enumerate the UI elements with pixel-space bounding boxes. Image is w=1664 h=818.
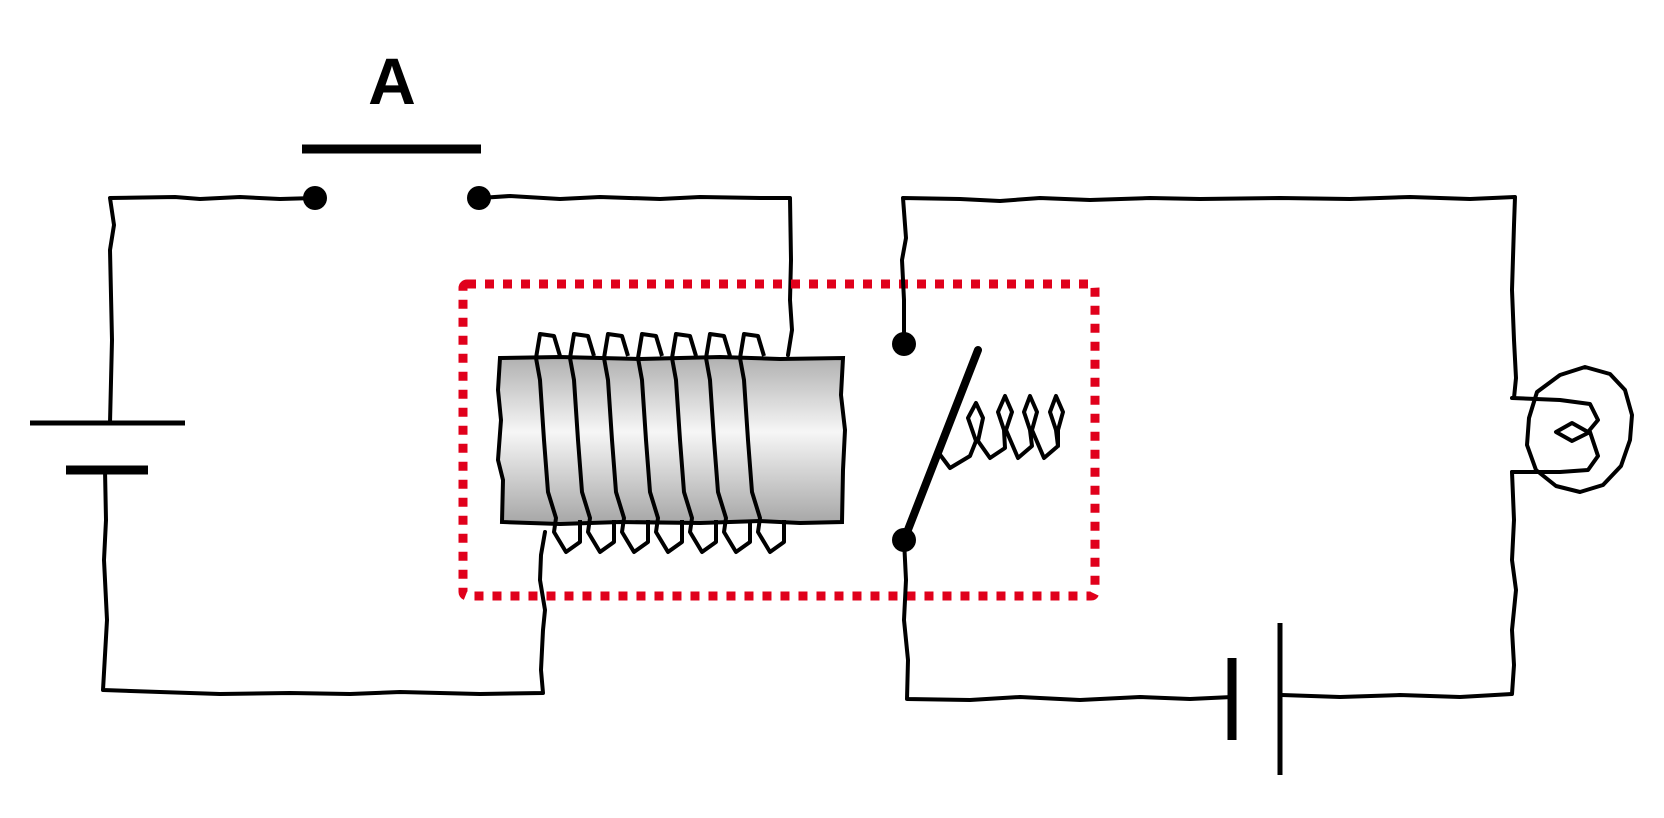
coil-turn	[568, 332, 616, 554]
coil-top-wire	[478, 194, 794, 357]
switch-label: A	[368, 44, 416, 118]
push-switch-icon[interactable]	[302, 144, 491, 210]
left-bottom-wire	[101, 468, 547, 696]
spring-icon	[936, 394, 1065, 470]
battery-icon	[1227, 623, 1283, 775]
switch-left-terminal	[303, 186, 327, 210]
relay-outline	[458, 279, 1100, 601]
coil-turn	[738, 332, 786, 554]
coil-turn	[636, 332, 684, 554]
coil-turn	[602, 332, 650, 554]
coil-turn	[670, 332, 718, 554]
left-circuit	[30, 194, 794, 696]
relay-contact-icon	[900, 346, 982, 544]
right-circuit	[892, 195, 1634, 775]
left-top-wire	[108, 195, 317, 425]
battery-icon	[30, 420, 185, 475]
right-top-wire	[900, 195, 1518, 400]
coil-windings	[534, 332, 786, 554]
right-bottom-wire	[902, 538, 1234, 702]
electromagnet-icon	[495, 332, 848, 554]
coil-turn	[704, 332, 752, 554]
coil-turn	[534, 332, 582, 554]
switch-right-terminal	[467, 186, 491, 210]
right-lamp-return-wire	[1280, 470, 1518, 699]
lamp-icon	[1510, 365, 1634, 494]
relay-upper-contact	[892, 332, 916, 356]
